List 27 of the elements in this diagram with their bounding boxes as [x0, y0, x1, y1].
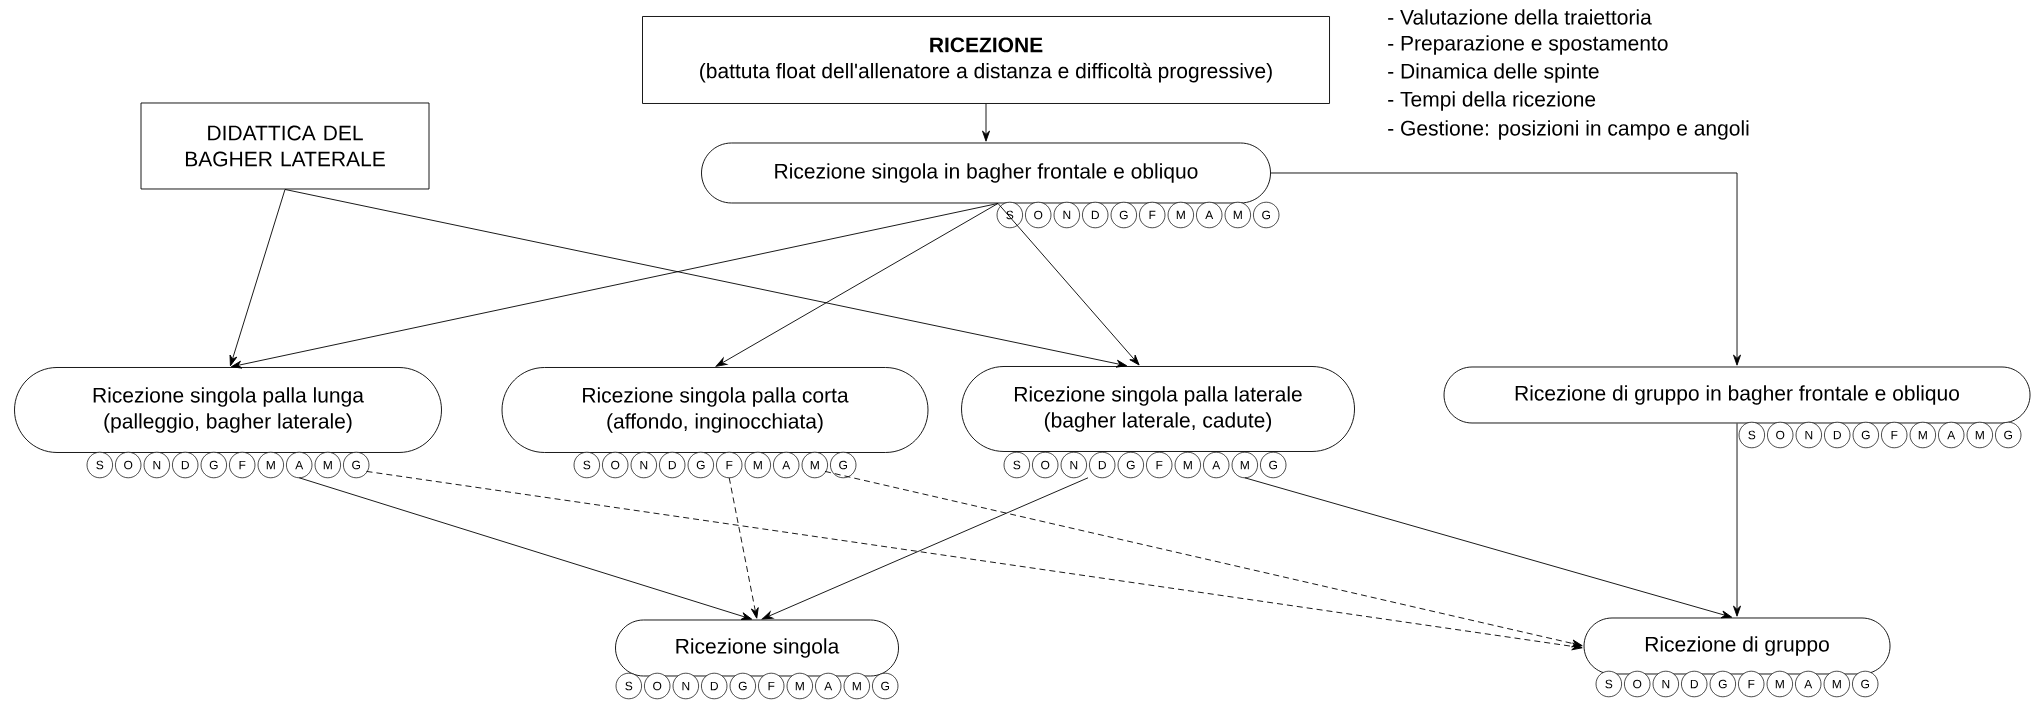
heading-box: DIDATTICA DEL BAGHER LATERALE	[140, 102, 430, 190]
arrow	[284, 189, 1128, 368]
arrow	[824, 470, 1583, 648]
note-text: - Tempi della ricezione	[1388, 91, 1596, 111]
activity-box: Ricezione singola in bagher frontale e obliquo	[701, 142, 1271, 204]
activity-box: Ricezione singola palla corta (affondo, inginocchiata)	[501, 367, 929, 453]
note-text: - Valutazione della traiettoria	[1388, 9, 1652, 25]
arrow	[366, 470, 1583, 651]
activity-box: Ricezione singola palla lunga (palleggio, bagher laterale)	[14, 367, 442, 453]
activity-box: Ricezione singola	[615, 619, 899, 677]
arrow	[298, 477, 753, 620]
heading-box: RICEZIONE (battuta float dell'allenatore a distanza e difficoltà progressive)	[642, 16, 1330, 104]
arrow	[230, 203, 999, 369]
arrow	[1733, 423, 1741, 617]
arrow	[1270, 172, 1741, 366]
note-text: - Gestione: posizioni in campo e angoli	[1388, 120, 1749, 140]
activity-box: Ricezione di gruppo	[1583, 617, 1891, 675]
arrow	[715, 203, 999, 367]
note-text: - Preparazione e spostamento	[1388, 35, 1668, 55]
arrow	[1244, 477, 1733, 619]
arrow	[997, 203, 1140, 366]
arrow	[761, 477, 1089, 620]
activity-box: Ricezione singola palla laterale (bagher laterale, cadute)	[961, 366, 1355, 452]
arrow	[982, 103, 990, 142]
note-text: - Dinamica delle spinte	[1388, 63, 1599, 83]
activity-box: Ricezione di gruppo in bagher frontale e obliquo	[1443, 366, 2031, 424]
arrow	[229, 189, 286, 367]
